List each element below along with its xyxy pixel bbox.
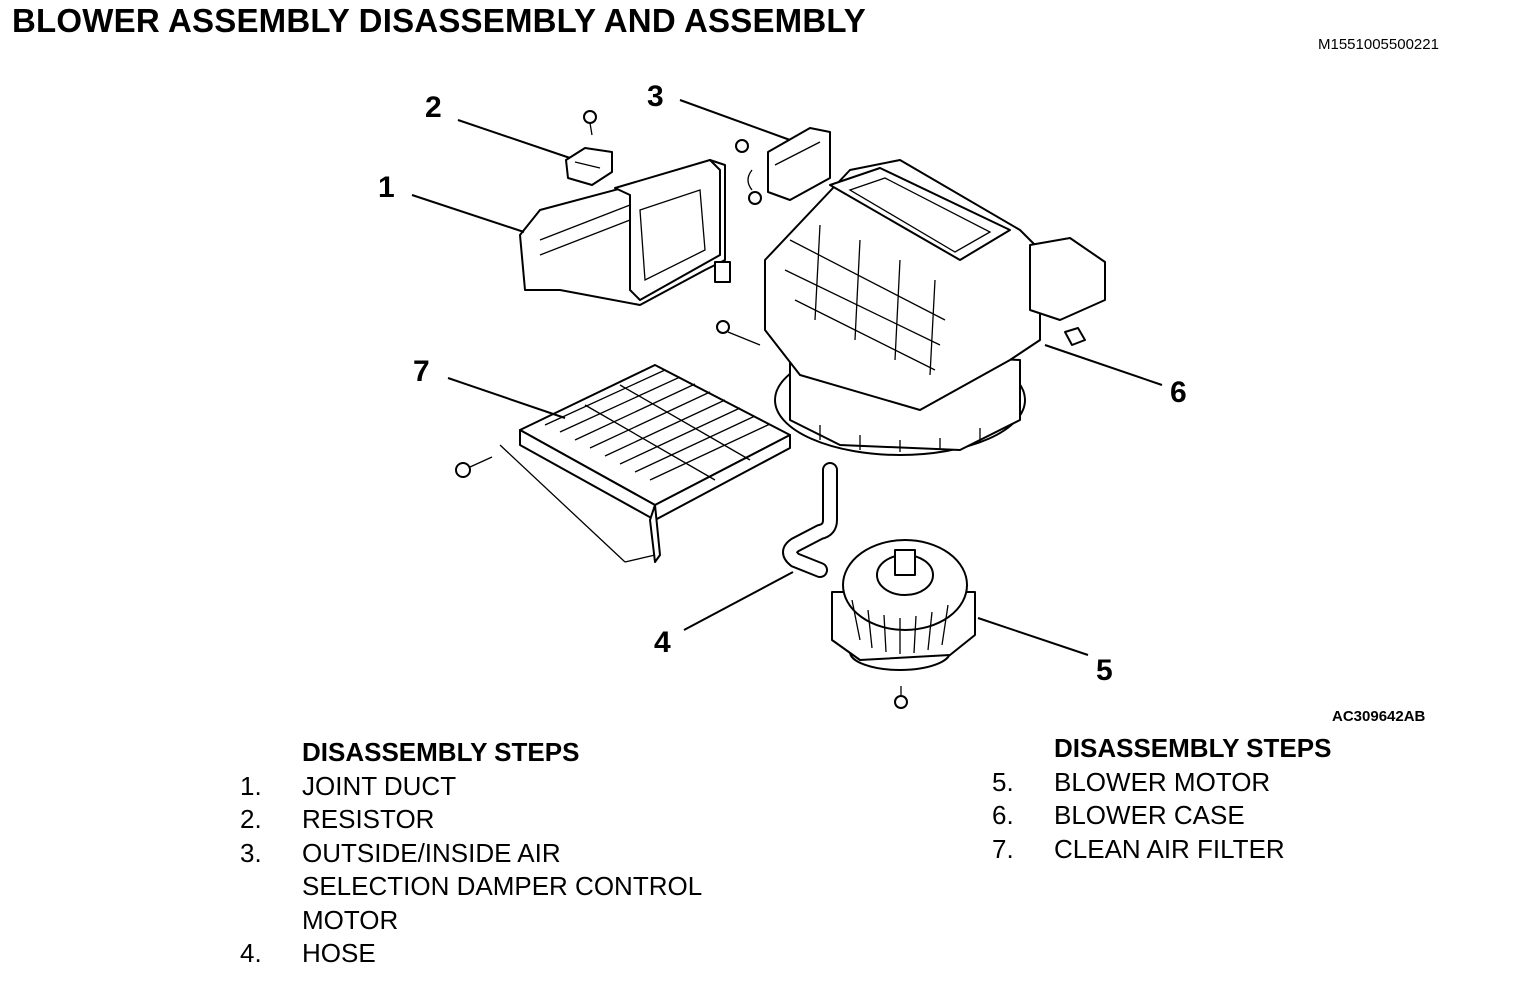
- step-item: 1. JOINT DUCT: [240, 770, 702, 804]
- page-title: BLOWER ASSEMBLY DISASSEMBLY AND ASSEMBLY: [12, 2, 866, 39]
- callout-5: 5: [1096, 654, 1113, 687]
- callout-1: 1: [378, 171, 395, 204]
- step-item: 4. HOSE: [240, 937, 702, 971]
- steps-heading-right: DISASSEMBLY STEPS: [1054, 733, 1332, 763]
- damper-motor-part: [735, 127, 831, 205]
- step-number: 2.: [240, 804, 262, 834]
- step-number: 3.: [240, 837, 262, 868]
- hose-part: [782, 462, 838, 578]
- step-text: RESISTOR: [302, 804, 435, 834]
- steps-heading-left: DISASSEMBLY STEPS: [302, 737, 580, 767]
- callout-3: 3: [647, 80, 664, 113]
- step-item: 5. BLOWER MOTOR: [992, 766, 1331, 800]
- steps-list-left: DISASSEMBLY STEPS 1. JOINT DUCT 2. RESIS…: [240, 736, 702, 971]
- figure-id: AC309642AB: [1332, 708, 1426, 725]
- callout-6: 6: [1170, 376, 1187, 409]
- callout-4: 4: [654, 626, 671, 659]
- step-text: HOSE: [302, 938, 376, 968]
- blower-motor-part: [831, 539, 976, 709]
- step-text: BLOWER MOTOR: [1054, 766, 1271, 797]
- step-text: BLOWER CASE: [1054, 800, 1245, 830]
- steps-list-right: DISASSEMBLY STEPS 5. BLOWER MOTOR 6. BLO…: [992, 732, 1331, 866]
- step-item: 7. CLEAN AIR FILTER: [992, 833, 1331, 867]
- document-id: M1551005500221: [1318, 36, 1439, 53]
- leader-lines: [411, 99, 1163, 656]
- step-item: 6. BLOWER CASE: [992, 799, 1331, 833]
- callout-7: 7: [413, 355, 430, 388]
- step-text: OUTSIDE/INSIDE AIR SELECTION DAMPER CONT…: [302, 837, 703, 935]
- clean-air-filter-part: [455, 364, 791, 563]
- step-text: CLEAN AIR FILTER: [1054, 833, 1285, 864]
- step-number: 1.: [240, 770, 262, 801]
- step-number: 5.: [992, 766, 1014, 797]
- step-text: JOINT DUCT: [302, 770, 457, 801]
- step-number: 4.: [240, 938, 262, 968]
- step-number: 7.: [992, 833, 1014, 864]
- step-number: 6.: [992, 800, 1014, 830]
- step-item: 2. RESISTOR: [240, 803, 702, 837]
- resistor-part: [565, 110, 613, 186]
- blower-case-part: [716, 159, 1106, 456]
- callout-2: 2: [425, 91, 442, 124]
- joint-duct-part: [519, 159, 731, 306]
- step-item: 3. OUTSIDE/INSIDE AIR SELECTION DAMPER C…: [240, 837, 702, 938]
